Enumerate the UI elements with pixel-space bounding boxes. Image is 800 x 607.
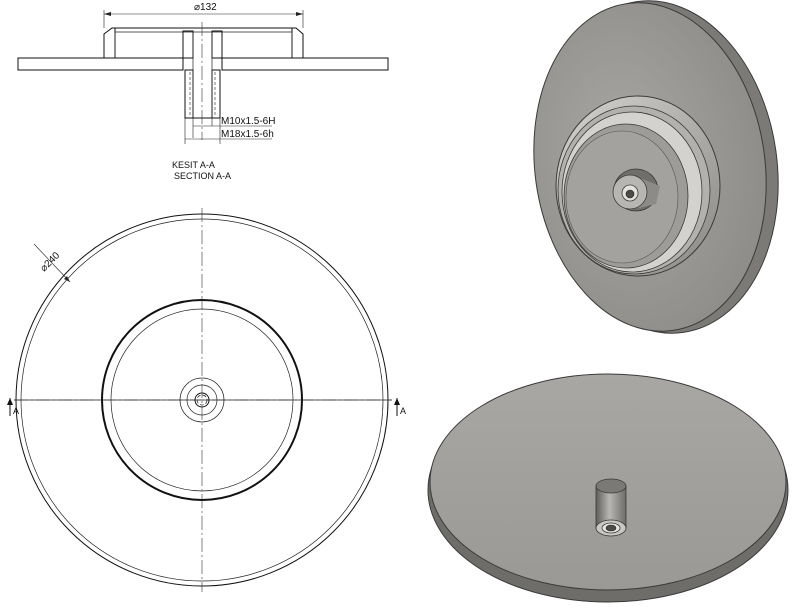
boss-top-right xyxy=(211,30,223,59)
thread-external-label: M18x1.5-6h xyxy=(221,129,274,140)
boss-top-left xyxy=(182,30,194,59)
cup-wall-left xyxy=(103,27,116,59)
section-marker-left: A xyxy=(7,398,19,416)
section-marker-right: A xyxy=(394,398,406,416)
svg-text:A: A xyxy=(13,406,19,416)
thread-internal-label: M10x1.5-6H xyxy=(221,116,275,127)
section-view: ⌀132 M10x1.5-6H M18x1.5-6h KESIT A-A SEC… xyxy=(17,2,389,181)
boss-stem-left xyxy=(184,69,194,119)
front-view: A A ⌀240 xyxy=(7,208,406,592)
cup-wall-right xyxy=(291,27,304,59)
boss-stem-right xyxy=(211,69,221,119)
svg-text:A: A xyxy=(400,406,406,416)
section-caption-tr: KESIT A-A xyxy=(172,160,215,170)
section-caption-en: SECTION A-A xyxy=(174,171,231,181)
iso-model-front xyxy=(533,0,779,334)
iso-model-bottom xyxy=(427,373,789,603)
plate-section-right xyxy=(221,57,389,71)
plate-section-left xyxy=(17,57,184,71)
diameter-132-label: ⌀132 xyxy=(194,2,217,13)
